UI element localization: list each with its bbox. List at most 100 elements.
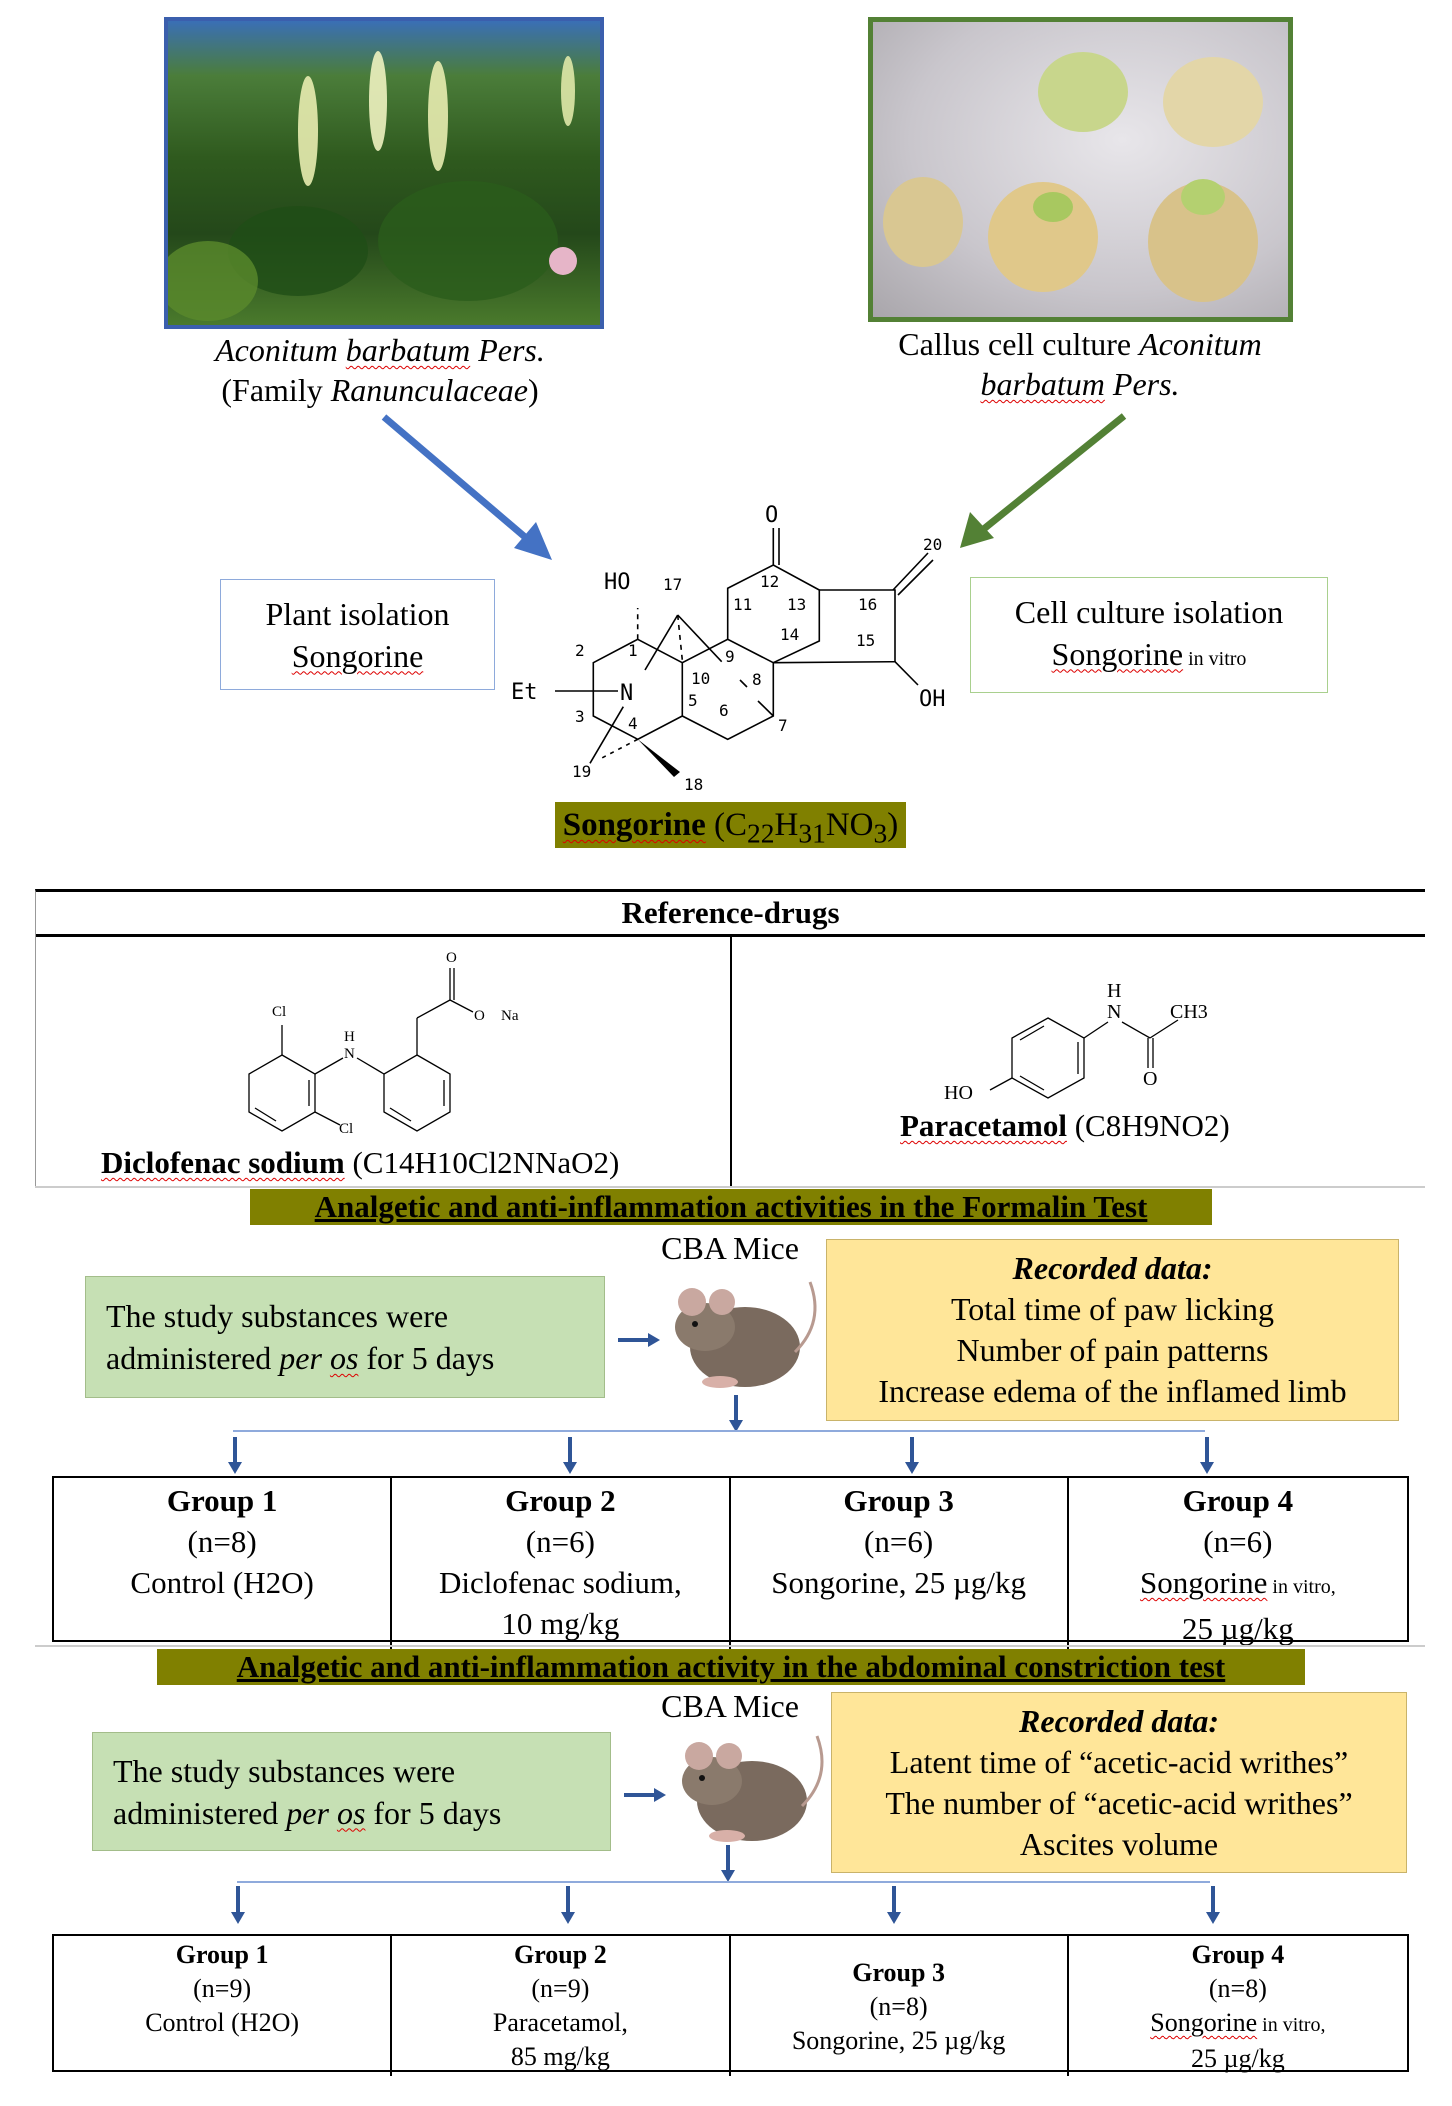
group-title: Group 4 [1182, 1483, 1294, 1518]
down-arrow-icon [905, 1437, 919, 1474]
mouse-image [682, 1735, 824, 1842]
mouse-tail [793, 1281, 817, 1354]
in-vitro-label: in vitro [1183, 647, 1247, 670]
atom-number-label: 8 [752, 670, 762, 689]
group-cell: Group 3 (n=6) Songorine, 25 µg/kg [731, 1478, 1069, 1649]
in-vitro-label: in vitro, [1267, 1576, 1336, 1598]
mouse-image [675, 1281, 817, 1388]
down-arrow-icon [729, 1395, 743, 1432]
group-dose: 10 mg/kg [501, 1606, 620, 1641]
recorded-item: The number of “acetic-acid writhes” [885, 1784, 1353, 1821]
n-label: N [1107, 1001, 1121, 1023]
mouse-tail [800, 1735, 824, 1808]
administration-box: The study substances were administered p… [92, 1732, 611, 1851]
group-n: (n=8) [187, 1524, 257, 1559]
group-n: (n=6) [864, 1524, 934, 1559]
abdominal-title-text: Analgetic and anti-inflammation activity… [236, 1649, 1226, 1684]
paracetamol-label: Paracetamol (C8H9NO2) [900, 1108, 1230, 1144]
o-label: O [765, 503, 778, 528]
group-title: Group 3 [843, 1483, 954, 1518]
down-arrow-icon [721, 1845, 735, 1882]
formula-part: ) [887, 807, 899, 843]
cba-mice-label: CBA Mice [661, 1688, 799, 1724]
group-substance: Songorine [1139, 1565, 1268, 1600]
reference-divider [730, 937, 732, 1186]
recorded-title: Recorded data: [1019, 1702, 1219, 1739]
down-arrow-icon [1206, 1886, 1220, 1924]
na-plus-label: Na [501, 1008, 519, 1024]
atom-number-label: 17 [663, 575, 682, 594]
species: barbatum [345, 332, 471, 368]
culture-prefix: Callus cell culture [898, 326, 1140, 362]
atom-number-label: 20 [923, 535, 942, 554]
recorded-item: Latent time of “acetic-acid writhes” [889, 1743, 1349, 1780]
atom-number-label: 6 [719, 701, 729, 720]
atom-number-label: 12 [760, 572, 779, 591]
atom-number-label: 10 [691, 669, 710, 688]
plant-caption: Aconitum barbatum Pers. (Family Ranuncul… [150, 330, 610, 410]
group-substance: Control (H2O) [130, 1565, 314, 1600]
administration-box: The study substances were administered p… [85, 1276, 605, 1398]
formula-part: (C [705, 807, 747, 843]
green-arrow [977, 413, 1127, 535]
group-title: Group 2 [505, 1483, 616, 1518]
down-arrow-icon [228, 1437, 242, 1474]
cell-isolation-label: Cell culture isolation [1014, 593, 1284, 630]
cl-bottom-label: Cl [339, 1121, 353, 1137]
os-text: os [329, 1340, 359, 1376]
author: Pers. [1104, 366, 1180, 402]
atom-number-label: 14 [780, 625, 799, 644]
group-substance: Diclofenac sodium, [438, 1565, 682, 1600]
recorded-item: Number of pain patterns [956, 1332, 1269, 1368]
admin-text: for 5 days [365, 1794, 502, 1831]
n-label: N [620, 681, 633, 706]
diclofenac-formula: (C14H10Cl2NNaO2) [352, 1145, 620, 1180]
group-dose: 85 mg/kg [510, 2042, 610, 2071]
group-cell: Group 3 (n=8)Songorine, 25 µg/kg [731, 1936, 1069, 2076]
group-substance: Songorine, 25 µg/kg [771, 1565, 1026, 1600]
recorded-title: Recorded data: [1012, 1250, 1213, 1286]
in-vitro-label: in vitro, [1257, 2014, 1326, 2036]
diclofenac-label: Diclofenac sodium (C14H10Cl2NNaO2) [101, 1145, 619, 1181]
group-cell: Group 1 (n=9)Control (H2O) [54, 1936, 393, 2076]
green-arrow-head [960, 512, 994, 548]
group-cell: Group 4 (n=6)Songorine in vitro,25 µg/kg [1069, 1478, 1407, 1649]
admin-text: administered [113, 1794, 287, 1831]
plant-isolation-box: Plant isolation Songorine [220, 579, 495, 690]
atom-number-label: 7 [778, 716, 788, 735]
group-cell: Group 2 (n=6)Diclofenac sodium,10 mg/kg [392, 1478, 731, 1649]
formula-part: H [774, 807, 799, 843]
mouse-eye [699, 1775, 705, 1781]
group-n: (n=8) [1208, 1974, 1267, 2003]
atom-number-label: 19 [572, 762, 591, 781]
mouse-ear [678, 1288, 706, 1316]
reference-drugs-table: Reference-drugs [35, 889, 1425, 1186]
group-title: Group 2 [514, 1940, 607, 1969]
os-text: os [336, 1794, 366, 1831]
paracetamol-name: Paracetamol [900, 1108, 1067, 1143]
songorine-label: Songorine [1051, 635, 1184, 672]
genus: Aconitum [215, 332, 346, 368]
down-arrow-icon [563, 1437, 577, 1474]
section-separator [35, 1645, 1425, 1647]
recorded-item: Total time of paw licking [950, 1291, 1274, 1327]
mouse-ear [709, 1289, 735, 1315]
formula-part: NO [825, 807, 874, 843]
recorded-data-box: Recorded data: Latent time of “acetic-ac… [831, 1692, 1407, 1873]
author: Pers. [470, 332, 545, 368]
down-arrow-icon [231, 1886, 245, 1924]
admin-line1: The study substances were [113, 1752, 456, 1789]
n-label: N [344, 1046, 355, 1062]
per-text: per [279, 1340, 322, 1376]
ch3-label: CH3 [1170, 1001, 1208, 1023]
h-label: H [1107, 980, 1121, 1002]
down-arrow-icon [887, 1886, 901, 1924]
formula-sub: 3 [873, 817, 888, 849]
group-n: (n=8) [869, 1992, 928, 2021]
atom-number-label: 5 [688, 691, 698, 710]
atom-number-label: 11 [733, 595, 752, 614]
formalin-title: Analgetic and anti-inflammation activiti… [250, 1189, 1212, 1225]
